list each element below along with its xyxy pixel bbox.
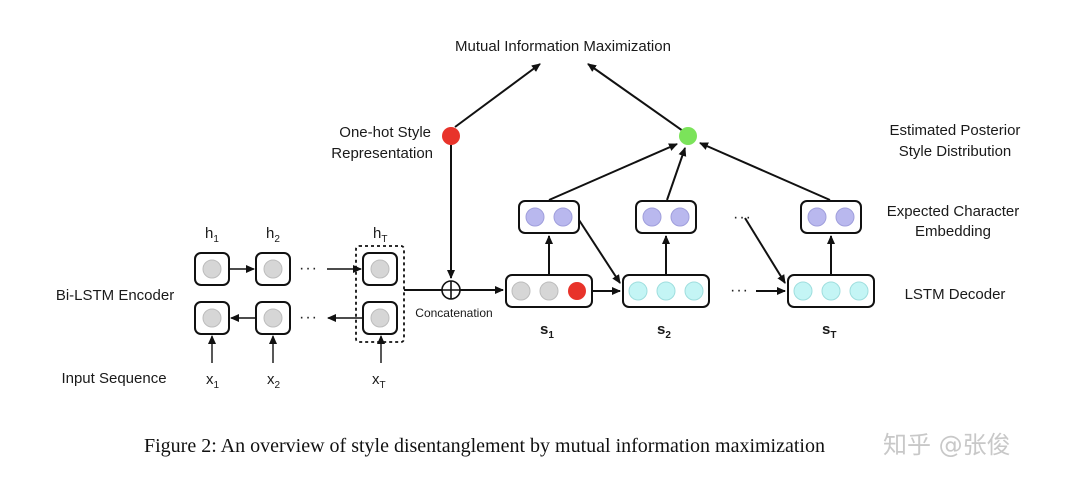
decoder-ellipsis: ···: [730, 282, 749, 299]
cell-unit-dot: [684, 281, 704, 301]
encoder-forward-cell-T: [362, 252, 398, 286]
input-label-2: x2: [267, 371, 281, 391]
arrow-emb2-to-posterior: [666, 147, 687, 201]
arrow-onehot-to-mi: [454, 63, 541, 128]
hidden-state-label-T: hT: [373, 225, 387, 245]
input-label: Input Sequence: [61, 370, 166, 387]
encoder-label: Bi-LSTM Encoder: [56, 287, 174, 304]
arrow-to-sT-diagonal: [744, 217, 786, 284]
embedding-label-line1: Expected Character: [887, 203, 1020, 220]
cell-unit-dot: [263, 308, 283, 328]
cell-unit-dot: [539, 281, 559, 301]
input-label-T: xT: [372, 371, 386, 391]
cell-unit-dot: [511, 281, 531, 301]
cell-unit-dot: [807, 207, 827, 227]
posterior-label-line2: Style Distribution: [899, 143, 1012, 160]
concatenation-label: Concatenation: [415, 306, 492, 320]
cell-unit-dot: [553, 207, 573, 227]
encoder-backward-cell-T: [362, 301, 398, 335]
figure-caption: Figure 2: An overview of style disentang…: [144, 435, 825, 457]
cell-unit-dot: [793, 281, 813, 301]
decoder-state-label-2: s2: [657, 321, 671, 341]
cell-unit-dot: [849, 281, 869, 301]
cell-unit-dot: [202, 308, 222, 328]
cell-unit-dot: [202, 259, 222, 279]
arrow-emb1-to-posterior: [548, 143, 678, 201]
embedding-cell-T: [800, 200, 862, 234]
encoder-backward-cell-2: [255, 301, 291, 335]
cell-unit-dot: [670, 207, 690, 227]
decoder-cell-s2: [622, 274, 710, 308]
watermark: 知乎 @张俊: [883, 431, 1011, 459]
decoder-label: LSTM Decoder: [905, 286, 1006, 303]
encoder-forward-cell-2: [255, 252, 291, 286]
encoder-forward-cell-1: [194, 252, 230, 286]
backward-ellipsis: ···: [299, 309, 318, 326]
cell-unit-dot: [835, 207, 855, 227]
onehot-style-dot: [442, 127, 460, 145]
arrow-emb1-to-s2: [578, 219, 621, 284]
cell-unit-dot: [821, 281, 841, 301]
posterior-style-dot: [679, 127, 697, 145]
cell-unit-dot: [370, 308, 390, 328]
mutual-information-label: Mutual Information Maximization: [455, 38, 671, 55]
decoder-state-label-1: s1: [540, 321, 554, 341]
cell-unit-dot: [370, 259, 390, 279]
embedding-label-line2: Embedding: [915, 223, 991, 240]
embedding-cell-2: [635, 200, 697, 234]
cell-unit-dot: [263, 259, 283, 279]
hidden-state-label-1: h1: [205, 225, 219, 245]
hidden-state-label-2: h2: [266, 225, 280, 245]
final-hidden-state-dashed-box: [355, 245, 405, 343]
decoder-cell-sT: [787, 274, 875, 308]
onehot-label-line2: Representation: [331, 145, 433, 162]
cell-unit-dot: [525, 207, 545, 227]
onehot-label-line1: One-hot Style: [339, 124, 431, 141]
input-label-1: x1: [206, 371, 220, 391]
forward-ellipsis: ···: [299, 260, 318, 277]
posterior-label-line1: Estimated Posterior: [890, 122, 1021, 139]
encoder-backward-cell-1: [194, 301, 230, 335]
cell-unit-dot: [628, 281, 648, 301]
embedding-cell-1: [518, 200, 580, 234]
arrow-embT-to-posterior: [699, 142, 831, 201]
onehot-style-unit-dot: [568, 282, 586, 300]
cell-unit-dot: [656, 281, 676, 301]
arrow-posterior-to-mi: [587, 63, 684, 132]
concatenation-operator-icon: [441, 280, 461, 300]
cell-unit-dot: [642, 207, 662, 227]
decoder-cell-s1: [505, 274, 593, 308]
decoder-state-label-T: sT: [822, 321, 836, 341]
